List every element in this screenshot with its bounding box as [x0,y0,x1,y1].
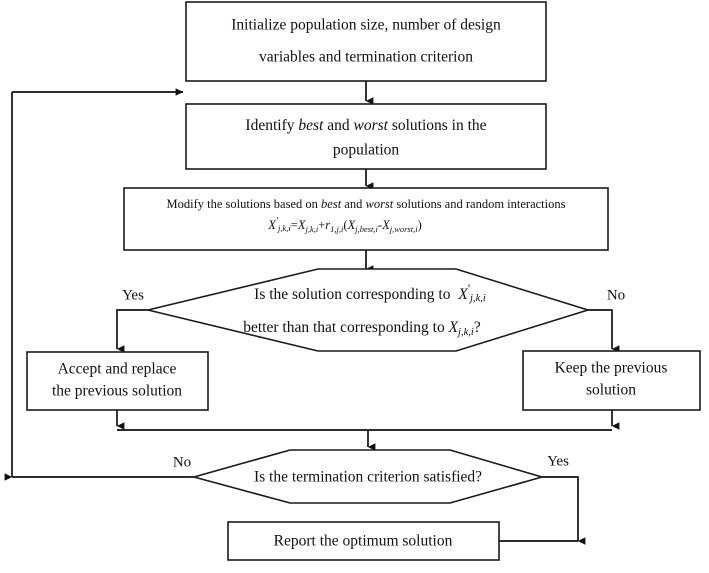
decision-better-var: X [457,286,468,303]
decision-better-text-a: Is the solution corresponding to [254,286,454,303]
modify-text-worst: worst [365,197,393,211]
formula-t1-var: X [297,218,307,232]
formula-eq: = [291,218,298,232]
node-report[interactable]: Report the optimum solution [227,521,500,561]
node-accept-line1: Accept and replace [58,361,177,378]
node-accept-line2: the previous solution [52,383,182,400]
decision-better-prime: ' [468,282,470,296]
decision-better-qmark: ? [474,319,481,336]
node-identify[interactable]: Identify best and worst solutions in the… [185,103,547,170]
formula-open: ( [343,218,347,232]
modify-text-best: best [321,197,342,211]
node-decision-terminate[interactable]: Is the termination criterion satisfied? [190,449,545,504]
formula-t2-sub: j,best,i [354,224,378,234]
formula-t2-var: X [347,218,357,232]
formula-t1-sub: j,k,i [304,224,318,234]
label-terminate-yes: Yes [547,453,569,469]
node-report-line1: Report the optimum solution [274,533,453,550]
formula-t3-var: X [381,218,391,232]
modify-text-c: and [341,197,365,211]
decision-better-line2: better than that corresponding to Xj,k,i… [243,319,481,339]
node-modify-line1: Modify the solutions based on best and w… [167,197,566,211]
node-identify-line1: Identify best and worst solutions in the [245,117,486,134]
identify-text-worst: worst [353,117,388,134]
node-modify-formula: X'j,k,i=Xj,k,i+r1,j,i(Xj,best,i-Xj,worst… [267,216,422,234]
formula-minus: - [378,218,382,232]
formula-r-sub: 1,j,i [330,224,344,234]
node-identify-line2: population [333,142,400,159]
modify-text-e: solutions and random interactions [393,197,565,211]
node-decision-better[interactable]: Is the solution corresponding to X'j,k,i… [147,268,591,352]
formula-close: ) [418,218,422,232]
node-keep-line2: solution [586,382,636,399]
node-keep-line1: Keep the previous [555,360,668,377]
edge-terminate-yes-down [542,476,586,545]
identify-text-a: Identify [245,117,298,134]
decision-better-sub2: j,k,i [456,327,474,338]
decision-terminate-line1: Is the termination criterion satisfied? [254,469,482,486]
formula-t3-sub: j,worst,i [389,224,419,234]
decision-better-var2: X [448,319,459,336]
formula-r-var: r [325,218,330,232]
formula-lhs-prime: ' [276,216,279,227]
node-modify[interactable]: Modify the solutions based on best and w… [123,187,609,251]
identify-text-c: and [323,117,353,134]
formula-plus: + [318,218,325,232]
decision-better-text-b: better than that corresponding to [243,319,448,336]
node-keep[interactable]: Keep the previous solution [522,350,701,411]
identify-text-best: best [298,117,324,134]
formula-lhs-sub: j,k,i [277,223,291,233]
label-better-no: No [607,287,625,303]
modify-text-a: Modify the solutions based on [167,197,322,211]
label-better-yes: Yes [122,287,144,303]
edge-decision-no-to-keep [588,309,620,353]
node-initialize-line2: variables and termination criterion [259,49,473,66]
node-initialize[interactable]: Initialize population size, number of de… [185,1,547,82]
decision-better-sub: j,k,i [468,293,486,304]
node-accept[interactable]: Accept and replace the previous solution [26,351,209,411]
edge-decision-yes-to-accept [116,309,148,353]
label-terminate-no: No [173,454,191,470]
identify-text-e: solutions in the [388,117,487,134]
decision-better-line1: Is the solution corresponding to X'j,k,i [254,282,486,305]
formula-lhs-var: X [267,218,277,232]
node-initialize-line1: Initialize population size, number of de… [231,17,501,34]
